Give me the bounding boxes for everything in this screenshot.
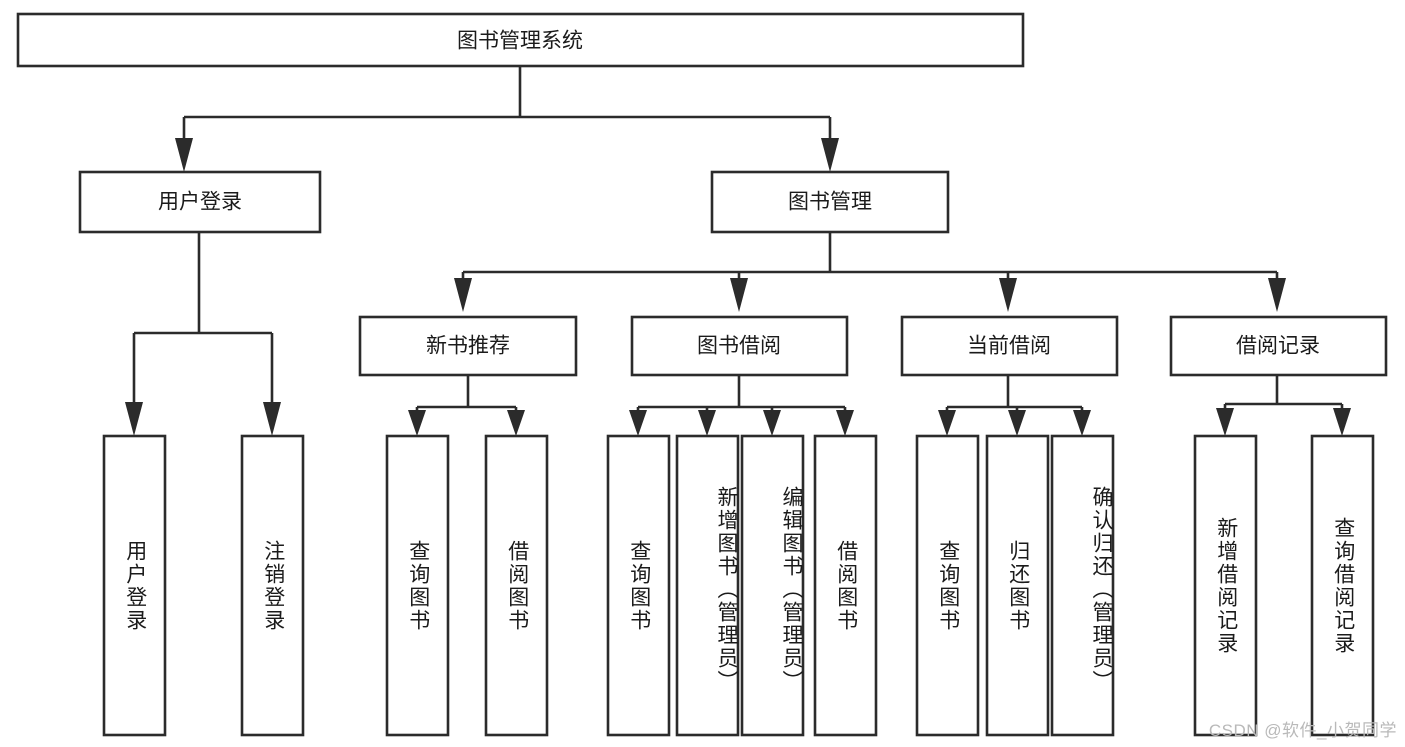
leaf-box-query-record[interactable] — [1310, 434, 1375, 737]
arrow-head-leaf-logout — [263, 402, 281, 436]
arrow-head-userlogin — [175, 138, 193, 172]
level2-box-1[interactable] — [710, 170, 950, 234]
arrow-head-borrowrecord — [1268, 278, 1286, 312]
leaf-boxes — [102, 434, 1375, 737]
arrow-head-bookborrow — [730, 278, 748, 312]
leaf-box-add-record[interactable] — [1193, 434, 1258, 737]
leaf-box-query-book-a[interactable] — [385, 434, 450, 737]
connector-group-root — [175, 66, 839, 172]
node-book-borrow[interactable]: 图书借阅 — [630, 315, 849, 377]
node-book-management[interactable]: 图书管理 — [710, 170, 950, 234]
level3-box-1[interactable] — [630, 315, 849, 377]
arrow-head-leaf-return-book — [1008, 410, 1026, 436]
arrow-head-leaf-add-book — [698, 410, 716, 436]
connector-group-bookmgmt — [454, 232, 1286, 312]
level3-label-1: 图书借阅 — [697, 335, 781, 358]
connector-group-newbook — [408, 376, 525, 436]
connector-group-bookborrow — [629, 376, 854, 436]
leaf-box-query-book-c[interactable] — [915, 434, 980, 737]
level3-label-0: 新书推荐 — [426, 335, 510, 358]
level3-label-3: 借阅记录 — [1236, 335, 1320, 358]
connector-group-userlogin — [125, 232, 281, 436]
level3-box-2[interactable] — [900, 315, 1119, 377]
leaf-box-user-login[interactable] — [102, 434, 167, 737]
arrow-head-leaf-query-book-b — [629, 410, 647, 436]
arrow-head-leaf-query-book-c — [938, 410, 956, 436]
arrow-head-leaf-borrow-book-b — [836, 410, 854, 436]
arrow-head-leaf-borrow-book-a — [507, 410, 525, 436]
level3-box-3[interactable] — [1169, 315, 1388, 377]
node-new-book-recommend[interactable]: 新书推荐 — [358, 315, 578, 377]
level3-box-0[interactable] — [358, 315, 578, 377]
arrow-head-currentborrow — [999, 278, 1017, 312]
arrow-head-leaf-add-record — [1216, 408, 1234, 436]
arrow-head-newbook — [454, 278, 472, 312]
arrow-head-leaf-edit-book — [763, 410, 781, 436]
node-user-login[interactable]: 用户登录 — [78, 170, 322, 234]
level2-box-0[interactable] — [78, 170, 322, 234]
level2-label-1: 图书管理 — [788, 191, 872, 214]
leaf-box-logout[interactable] — [240, 434, 305, 737]
level2-label-0: 用户登录 — [158, 191, 242, 214]
leaf-box-return-book[interactable] — [985, 434, 1050, 737]
arrow-head-bookmgmt — [821, 138, 839, 172]
node-root[interactable]: 图书管理系统 — [16, 12, 1025, 68]
root-box[interactable] — [16, 12, 1025, 68]
connector-group-currentborrow — [938, 376, 1091, 436]
arrow-head-leaf-query-record — [1333, 408, 1351, 436]
arrow-head-leaf-query-book-a — [408, 410, 426, 436]
arrow-head-leaf-user-login — [125, 402, 143, 436]
leaf-box-borrow-book-a[interactable] — [484, 434, 549, 737]
leaf-box-confirm-return[interactable] — [1050, 434, 1115, 737]
leaf-box-add-book[interactable] — [675, 434, 740, 737]
level3-label-2: 当前借阅 — [967, 335, 1051, 358]
leaf-box-borrow-book-b[interactable] — [813, 434, 878, 737]
arrow-head-leaf-confirm-return — [1073, 410, 1091, 436]
root-label: 图书管理系统 — [457, 30, 583, 53]
node-current-borrow[interactable]: 当前借阅 — [900, 315, 1119, 377]
connector-group-borrowrecord — [1216, 376, 1351, 436]
watermark-text: CSDN @软件_小贺同学 — [1208, 721, 1397, 740]
leaf-box-query-book-b[interactable] — [606, 434, 671, 737]
node-borrow-record[interactable]: 借阅记录 — [1169, 315, 1388, 377]
leaf-box-edit-book[interactable] — [740, 434, 805, 737]
